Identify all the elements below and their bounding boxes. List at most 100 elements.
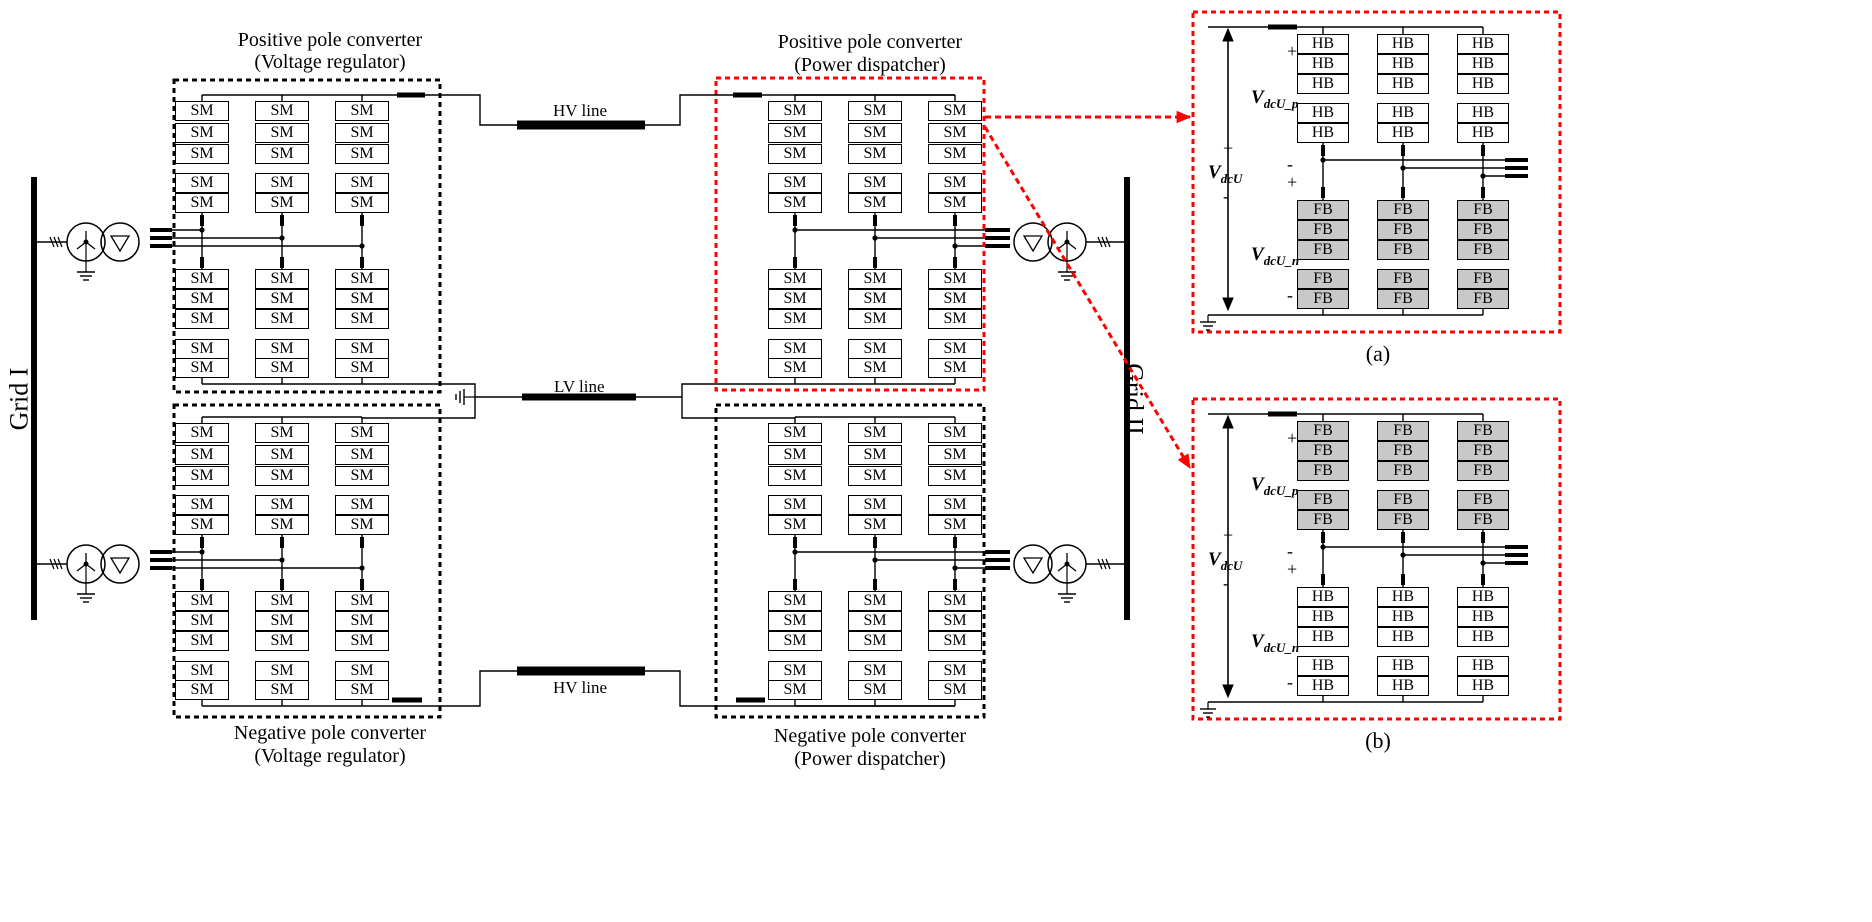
inset-b-upper-2-1: FB bbox=[1457, 441, 1509, 461]
pos-vr-lower-sm-0-3: SM bbox=[175, 339, 229, 359]
neg-pd-lower-sm-2-1: SM bbox=[928, 611, 982, 631]
inset-b-upper-2-2: FB bbox=[1457, 461, 1509, 481]
feeder-tick bbox=[1097, 236, 1103, 248]
inset-a-lower-2-0: FB bbox=[1457, 200, 1509, 220]
inset-b-upper-1-2: FB bbox=[1377, 461, 1429, 481]
pos-pd-lower-sm-0-4: SM bbox=[768, 358, 822, 378]
neg-vr-lower-sm-1-1: SM bbox=[255, 611, 309, 631]
pos-pd-ac-tap bbox=[792, 227, 798, 233]
inset-b-upper-1-3: FB bbox=[1377, 490, 1429, 510]
inset-a-lower-2-3: FB bbox=[1457, 269, 1509, 289]
feeder-tick bbox=[57, 236, 63, 248]
neg-vr-upper-sm-1-3: SM bbox=[255, 495, 309, 515]
inset-ac-tap bbox=[1480, 560, 1486, 566]
feeder-tick bbox=[57, 558, 63, 570]
pos-vr-lower-sm-2-3: SM bbox=[335, 339, 389, 359]
neg-vr-lower-sm-0-3: SM bbox=[175, 661, 229, 681]
pos-vr-lower-sm-1-2: SM bbox=[255, 309, 309, 329]
pos-vr-lower-sm-2-4: SM bbox=[335, 358, 389, 378]
neg-pd-ac-tap bbox=[792, 549, 798, 555]
inset-a-caption: (a) bbox=[1365, 341, 1391, 366]
pos-vr-lower-sm-2-1: SM bbox=[335, 289, 389, 309]
neg-pd-upper-sm-2-1: SM bbox=[928, 445, 982, 465]
neg-vr-upper-sm-1-4: SM bbox=[255, 515, 309, 535]
neg-vr-lower-sm-0-2: SM bbox=[175, 631, 229, 651]
neg-pd-lower-sm-1-4: SM bbox=[848, 680, 902, 700]
neg-pd-upper-sm-1-4: SM bbox=[848, 515, 902, 535]
inset-arrowhead bbox=[1222, 414, 1234, 429]
neg-pd-upper-sm-1-1: SM bbox=[848, 445, 902, 465]
neg-pd-upper-sm-0-1: SM bbox=[768, 445, 822, 465]
neg-vr-ac-tap bbox=[359, 565, 365, 571]
pos-pd-upper-sm-1-0: SM bbox=[848, 101, 902, 121]
pos-vr-upper-sm-0-0: SM bbox=[175, 101, 229, 121]
inset-b-lower-2-3: HB bbox=[1457, 656, 1509, 676]
pos-vr-lower-sm-1-4: SM bbox=[255, 358, 309, 378]
feeder-tick bbox=[49, 236, 55, 248]
neg-pd-lower-sm-1-3: SM bbox=[848, 661, 902, 681]
inset-a-lower-1-3: FB bbox=[1377, 269, 1429, 289]
neg-pd-lower-sm-2-2: SM bbox=[928, 631, 982, 651]
inset-b-upper-1-4: FB bbox=[1377, 510, 1429, 530]
inset-a-lower-1-0: FB bbox=[1377, 200, 1429, 220]
transformer-left-top-winding bbox=[100, 222, 140, 262]
neg-pd-ac-tap bbox=[872, 557, 878, 563]
inset-a-upper-0-4: HB bbox=[1297, 123, 1349, 143]
zoom-arrow-b bbox=[983, 126, 1192, 469]
pos-vr-boundary bbox=[172, 78, 442, 394]
pos-pd-ac-tap bbox=[952, 243, 958, 249]
neg-vr-lower-sm-2-2: SM bbox=[335, 631, 389, 651]
inset-b-upper-0-1: FB bbox=[1297, 441, 1349, 461]
neg-vr-lower-sm-1-4: SM bbox=[255, 680, 309, 700]
inset-a-lower-1-2: FB bbox=[1377, 240, 1429, 260]
feeder-tick bbox=[49, 558, 55, 570]
pos-vr-upper-sm-2-3: SM bbox=[335, 173, 389, 193]
neg-pd-lower-sm-2-3: SM bbox=[928, 661, 982, 681]
pos-vr-ac-tap bbox=[279, 235, 285, 241]
pos-vr-upper-sm-1-3: SM bbox=[255, 173, 309, 193]
neg-pd-upper-sm-1-3: SM bbox=[848, 495, 902, 515]
neg-vr-upper-sm-0-1: SM bbox=[175, 445, 229, 465]
inset-b-minus-mid: - bbox=[1287, 541, 1293, 561]
inset-ac-tap bbox=[1400, 552, 1406, 558]
inset-a-upper-1-2: HB bbox=[1377, 74, 1429, 94]
pos-vr-upper-sm-2-4: SM bbox=[335, 193, 389, 213]
neg-pd-upper-sm-1-2: SM bbox=[848, 466, 902, 486]
neg-vr-upper-sm-2-1: SM bbox=[335, 445, 389, 465]
pos-pd-upper-sm-1-1: SM bbox=[848, 123, 902, 143]
lv-return-right bbox=[681, 383, 795, 419]
pos-pd-lower-sm-2-3: SM bbox=[928, 339, 982, 359]
inset-b-lower-1-0: HB bbox=[1377, 587, 1429, 607]
neg-pd-lower-sm-1-0: SM bbox=[848, 591, 902, 611]
pos-pd-lower-sm-1-3: SM bbox=[848, 339, 902, 359]
inset-b-minus-total: - bbox=[1223, 573, 1229, 593]
inset-ac-tap bbox=[1320, 544, 1326, 550]
inset-a-lower-0-1: FB bbox=[1297, 220, 1349, 240]
inset-b-minus-bottom: - bbox=[1287, 672, 1293, 692]
neg-pd-upper-sm-2-4: SM bbox=[928, 515, 982, 535]
inset-ac-tap bbox=[1400, 165, 1406, 171]
feeder-tick bbox=[53, 558, 59, 570]
inset-a-upper-2-0: HB bbox=[1457, 34, 1509, 54]
neg-vr-ac-tap bbox=[199, 549, 205, 555]
inset-b-upper-0-3: FB bbox=[1297, 490, 1349, 510]
inset-a-lower-1-4: FB bbox=[1377, 289, 1429, 309]
inset-b-plus-total: + bbox=[1223, 525, 1234, 545]
inset-a-upper-1-0: HB bbox=[1377, 34, 1429, 54]
inset-b-upper-2-3: FB bbox=[1457, 490, 1509, 510]
inset-a-vdcu-p-label: VdcU_p bbox=[1251, 87, 1299, 111]
pos-pd-lower-sm-1-0: SM bbox=[848, 269, 902, 289]
neg-pd-lower-sm-0-1: SM bbox=[768, 611, 822, 631]
inset-b-lower-0-4: HB bbox=[1297, 676, 1349, 696]
inset-a-upper-2-4: HB bbox=[1457, 123, 1509, 143]
inset-a-lower-0-2: FB bbox=[1297, 240, 1349, 260]
pos-pd-upper-sm-2-2: SM bbox=[928, 144, 982, 164]
pos-pd-upper-sm-1-3: SM bbox=[848, 173, 902, 193]
inset-arrowhead bbox=[1222, 684, 1234, 699]
neg-pd-lower-sm-2-0: SM bbox=[928, 591, 982, 611]
grid-II-label: Grid II bbox=[1119, 363, 1149, 435]
inset-a-upper-0-0: HB bbox=[1297, 34, 1349, 54]
pos-vr-lower-sm-1-3: SM bbox=[255, 339, 309, 359]
neg-vr-subtitle: (Voltage regulator) bbox=[254, 745, 406, 767]
inset-b-upper-0-4: FB bbox=[1297, 510, 1349, 530]
